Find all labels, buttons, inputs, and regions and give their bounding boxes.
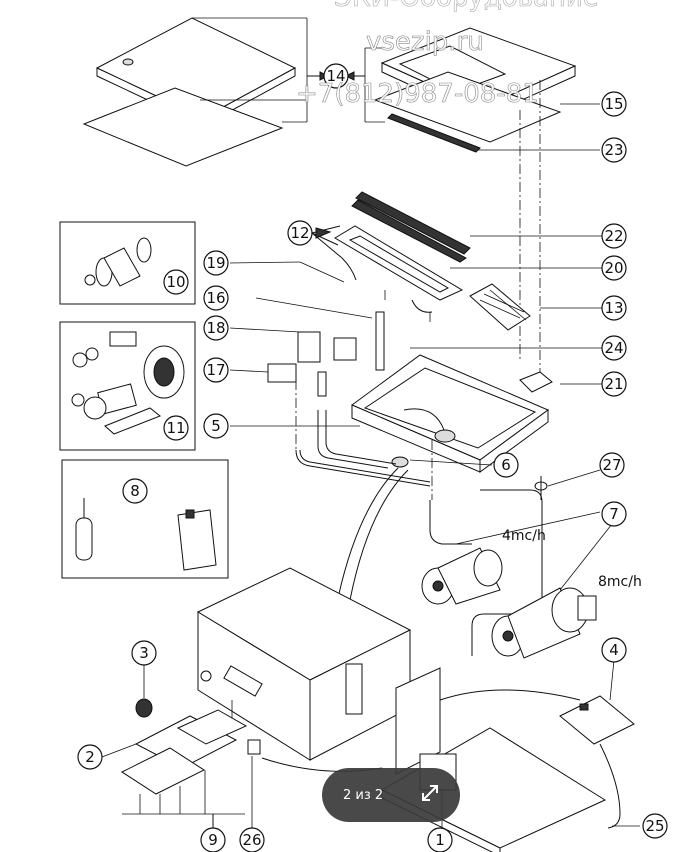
filter-assembly — [311, 191, 603, 322]
front-panel-parts — [101, 664, 383, 830]
callout-11: 11 — [163, 415, 189, 441]
svg-text:14: 14 — [326, 67, 345, 85]
svg-text:17: 17 — [206, 361, 225, 379]
top-lid-left — [82, 17, 330, 167]
callout-22: 22 — [601, 223, 627, 249]
callout-21: 21 — [601, 371, 627, 397]
svg-text:11: 11 — [166, 419, 185, 437]
svg-text:7: 7 — [609, 505, 619, 523]
svg-text:21: 21 — [604, 375, 623, 393]
svg-text:19: 19 — [206, 254, 225, 272]
callout-13: 13 — [601, 295, 627, 321]
top-lid-right — [344, 27, 600, 380]
svg-text:20: 20 — [604, 259, 623, 277]
svg-text:22: 22 — [604, 227, 623, 245]
callout-14: 14 — [323, 63, 349, 89]
watermark-site: vsezip.ru — [366, 27, 484, 57]
page-indicator-text: 2 из 2 — [343, 788, 384, 803]
callout-26: 26 — [239, 827, 265, 852]
expand-icon[interactable] — [417, 780, 443, 806]
callout-5: 5 — [203, 413, 229, 439]
svg-text:5: 5 — [211, 417, 221, 435]
tank — [351, 354, 553, 500]
svg-text:15: 15 — [604, 95, 623, 113]
base-frame — [196, 567, 441, 775]
callout-18: 18 — [203, 315, 229, 341]
callout-7: 7 — [601, 501, 627, 527]
callout-17: 17 — [203, 357, 229, 383]
callout-27: 27 — [599, 452, 625, 478]
svg-text:12: 12 — [290, 224, 309, 242]
pump-8mc — [491, 523, 613, 659]
svg-text:26: 26 — [242, 831, 261, 849]
label-pump-8mc: 8mc/h — [598, 574, 642, 590]
label-pump-4mc: 4mc/h — [502, 528, 546, 544]
callout-20: 20 — [601, 255, 627, 281]
callout-16: 16 — [203, 285, 229, 311]
svg-text:8: 8 — [130, 482, 140, 500]
part-13-mesh — [469, 283, 603, 331]
svg-text:3: 3 — [139, 644, 149, 662]
control-board — [439, 659, 640, 829]
svg-text:16: 16 — [206, 289, 225, 307]
svg-text:27: 27 — [602, 456, 621, 474]
svg-text:9: 9 — [208, 831, 218, 849]
pump-4mc — [421, 511, 601, 605]
callout-12: 12 — [287, 220, 313, 246]
callout-6: 6 — [493, 452, 519, 478]
watermark-top: ЭКИ-Оборудование — [334, 0, 599, 13]
svg-text:24: 24 — [604, 339, 623, 357]
callout-24: 24 — [601, 335, 627, 361]
callout-15: 15 — [601, 91, 627, 117]
callout-3: 3 — [131, 640, 157, 666]
svg-text:6: 6 — [501, 456, 511, 474]
svg-text:25: 25 — [645, 817, 664, 835]
svg-text:18: 18 — [206, 319, 225, 337]
callout-1: 1 — [427, 827, 453, 852]
svg-text:1: 1 — [435, 831, 445, 849]
callout-25: 25 — [642, 813, 668, 839]
callout-8: 8 — [122, 478, 148, 504]
box-part-10 — [59, 221, 196, 305]
watermark-phone: +7(812)987-08-81 — [296, 79, 539, 109]
svg-text:10: 10 — [166, 273, 185, 291]
page-indicator-pill[interactable] — [322, 768, 460, 822]
callout-9: 9 — [200, 827, 226, 852]
callout-19: 19 — [203, 250, 229, 276]
svg-text:13: 13 — [604, 299, 623, 317]
box-part-11 — [59, 321, 196, 451]
svg-text:4: 4 — [609, 641, 619, 659]
callout-2: 2 — [77, 744, 103, 770]
callout-4: 4 — [601, 637, 627, 663]
svg-text:23: 23 — [604, 141, 623, 159]
callout-23: 23 — [601, 137, 627, 163]
svg-text:2: 2 — [85, 748, 95, 766]
box-part-8 — [61, 459, 229, 579]
callout-10: 10 — [163, 269, 189, 295]
parts-16-17-18-19 — [229, 261, 603, 487]
part-27-nozzle — [534, 469, 601, 500]
